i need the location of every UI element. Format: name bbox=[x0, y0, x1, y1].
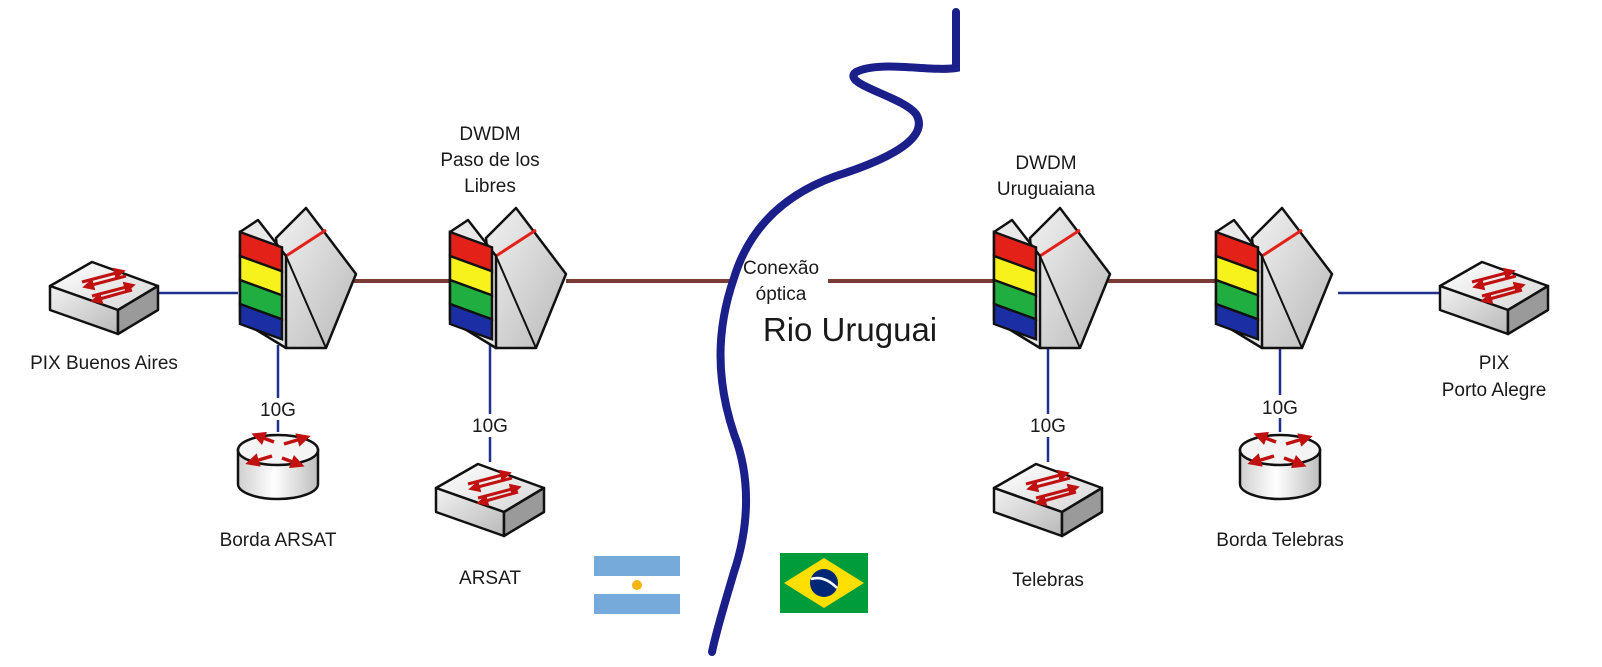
dwdm-paso-label-line3: Libres bbox=[464, 176, 516, 197]
connection-lines bbox=[158, 279, 1440, 462]
dwdm-mux-icon bbox=[1214, 206, 1334, 350]
telebras-switch-icon bbox=[994, 464, 1102, 536]
dwdm-paso-de-los-libres-mux-icon bbox=[448, 206, 568, 350]
borda-telebras-label: Borda Telebras bbox=[1216, 530, 1343, 551]
borda-arsat-link-label: 10G bbox=[260, 400, 296, 421]
telebras-link-label: 10G bbox=[1030, 416, 1066, 437]
arsat-switch-icon bbox=[436, 464, 544, 536]
connection-label-line2: óptica bbox=[756, 284, 807, 305]
arsat-link-label: 10G bbox=[472, 416, 508, 437]
borda-telebras-router-icon bbox=[1240, 435, 1320, 499]
pix-porto-alegre-label-line2: Porto Alegre bbox=[1442, 380, 1547, 401]
pix-porto-alegre-label-line1: PIX bbox=[1479, 353, 1510, 374]
borda-arsat-label: Borda ARSAT bbox=[220, 530, 337, 551]
telebras-label: Telebras bbox=[1012, 570, 1084, 591]
brazil-flag-icon bbox=[780, 553, 868, 613]
pix-buenos-aires-label: PIX Buenos Aires bbox=[30, 353, 178, 374]
dwdm-paso-label-line1: DWDM bbox=[459, 124, 520, 145]
borda-arsat-router-icon bbox=[238, 435, 318, 499]
argentina-flag-icon bbox=[594, 556, 680, 614]
pix-porto-alegre-switch-icon bbox=[1440, 262, 1548, 334]
dwdm-uruguaiana-label-line2: Uruguaiana bbox=[997, 179, 1096, 200]
arsat-label: ARSAT bbox=[459, 568, 521, 589]
dwdm-uruguaiana-mux-icon bbox=[992, 206, 1112, 350]
dwdm-uruguaiana-label-line1: DWDM bbox=[1015, 153, 1076, 174]
connection-label-line1: Conexão bbox=[743, 258, 819, 279]
borda-telebras-link-label: 10G bbox=[1262, 398, 1298, 419]
river-line bbox=[708, 8, 960, 656]
pix-buenos-aires-switch-icon bbox=[50, 262, 158, 334]
dwdm-mux-icon bbox=[238, 206, 358, 350]
river-name-label: Rio Uruguai bbox=[763, 311, 937, 348]
dwdm-paso-label-line2: Paso de los bbox=[440, 150, 539, 171]
